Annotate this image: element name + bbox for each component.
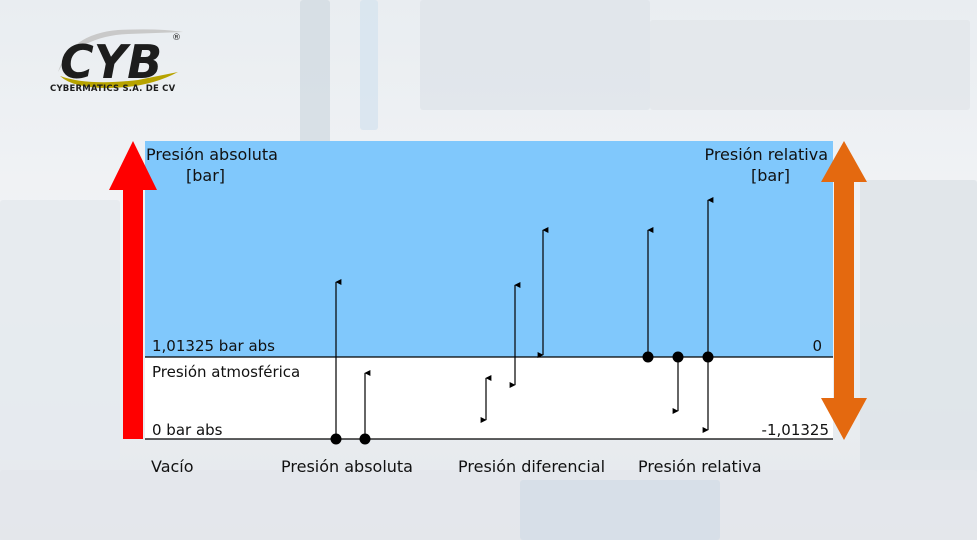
atmospheric-name: Presión atmosférica <box>152 363 300 381</box>
right-axis-title: Presión relativa <box>704 145 828 164</box>
relative-origin-dot-1 <box>642 351 654 363</box>
relative-scale-arrow <box>821 141 867 440</box>
vacuum-abs-label: 0 bar abs <box>152 421 223 439</box>
relative-origin-dot-3 <box>702 351 714 363</box>
left-axis-unit: [bar] <box>186 166 225 185</box>
registered-mark: ® <box>172 33 181 43</box>
label-vacuum: Vacío <box>151 457 194 476</box>
absolute-origin-dot-2 <box>359 433 371 445</box>
label-absolute: Presión absoluta <box>281 457 413 476</box>
absolute-scale-arrow <box>109 141 157 439</box>
relative-origin-dot-2 <box>672 351 684 363</box>
label-differential: Presión diferencial <box>458 457 605 476</box>
logo-text: CYB <box>60 35 162 89</box>
label-relative: Presión relativa <box>638 457 762 476</box>
brand-tagline: CYBERMATICS S.A. DE CV <box>50 84 176 94</box>
atmospheric-rel-value: 0 <box>812 337 822 355</box>
right-axis-unit: [bar] <box>751 166 790 185</box>
vacuum-rel-value: -1,01325 <box>762 421 829 439</box>
atmospheric-abs-label: 1,01325 bar abs <box>152 337 275 355</box>
over-atmospheric-region <box>145 141 833 357</box>
cyb-logo: CYB ® <box>58 29 183 89</box>
left-axis-title: Presión absoluta <box>146 145 278 164</box>
absolute-origin-dot <box>330 433 342 445</box>
